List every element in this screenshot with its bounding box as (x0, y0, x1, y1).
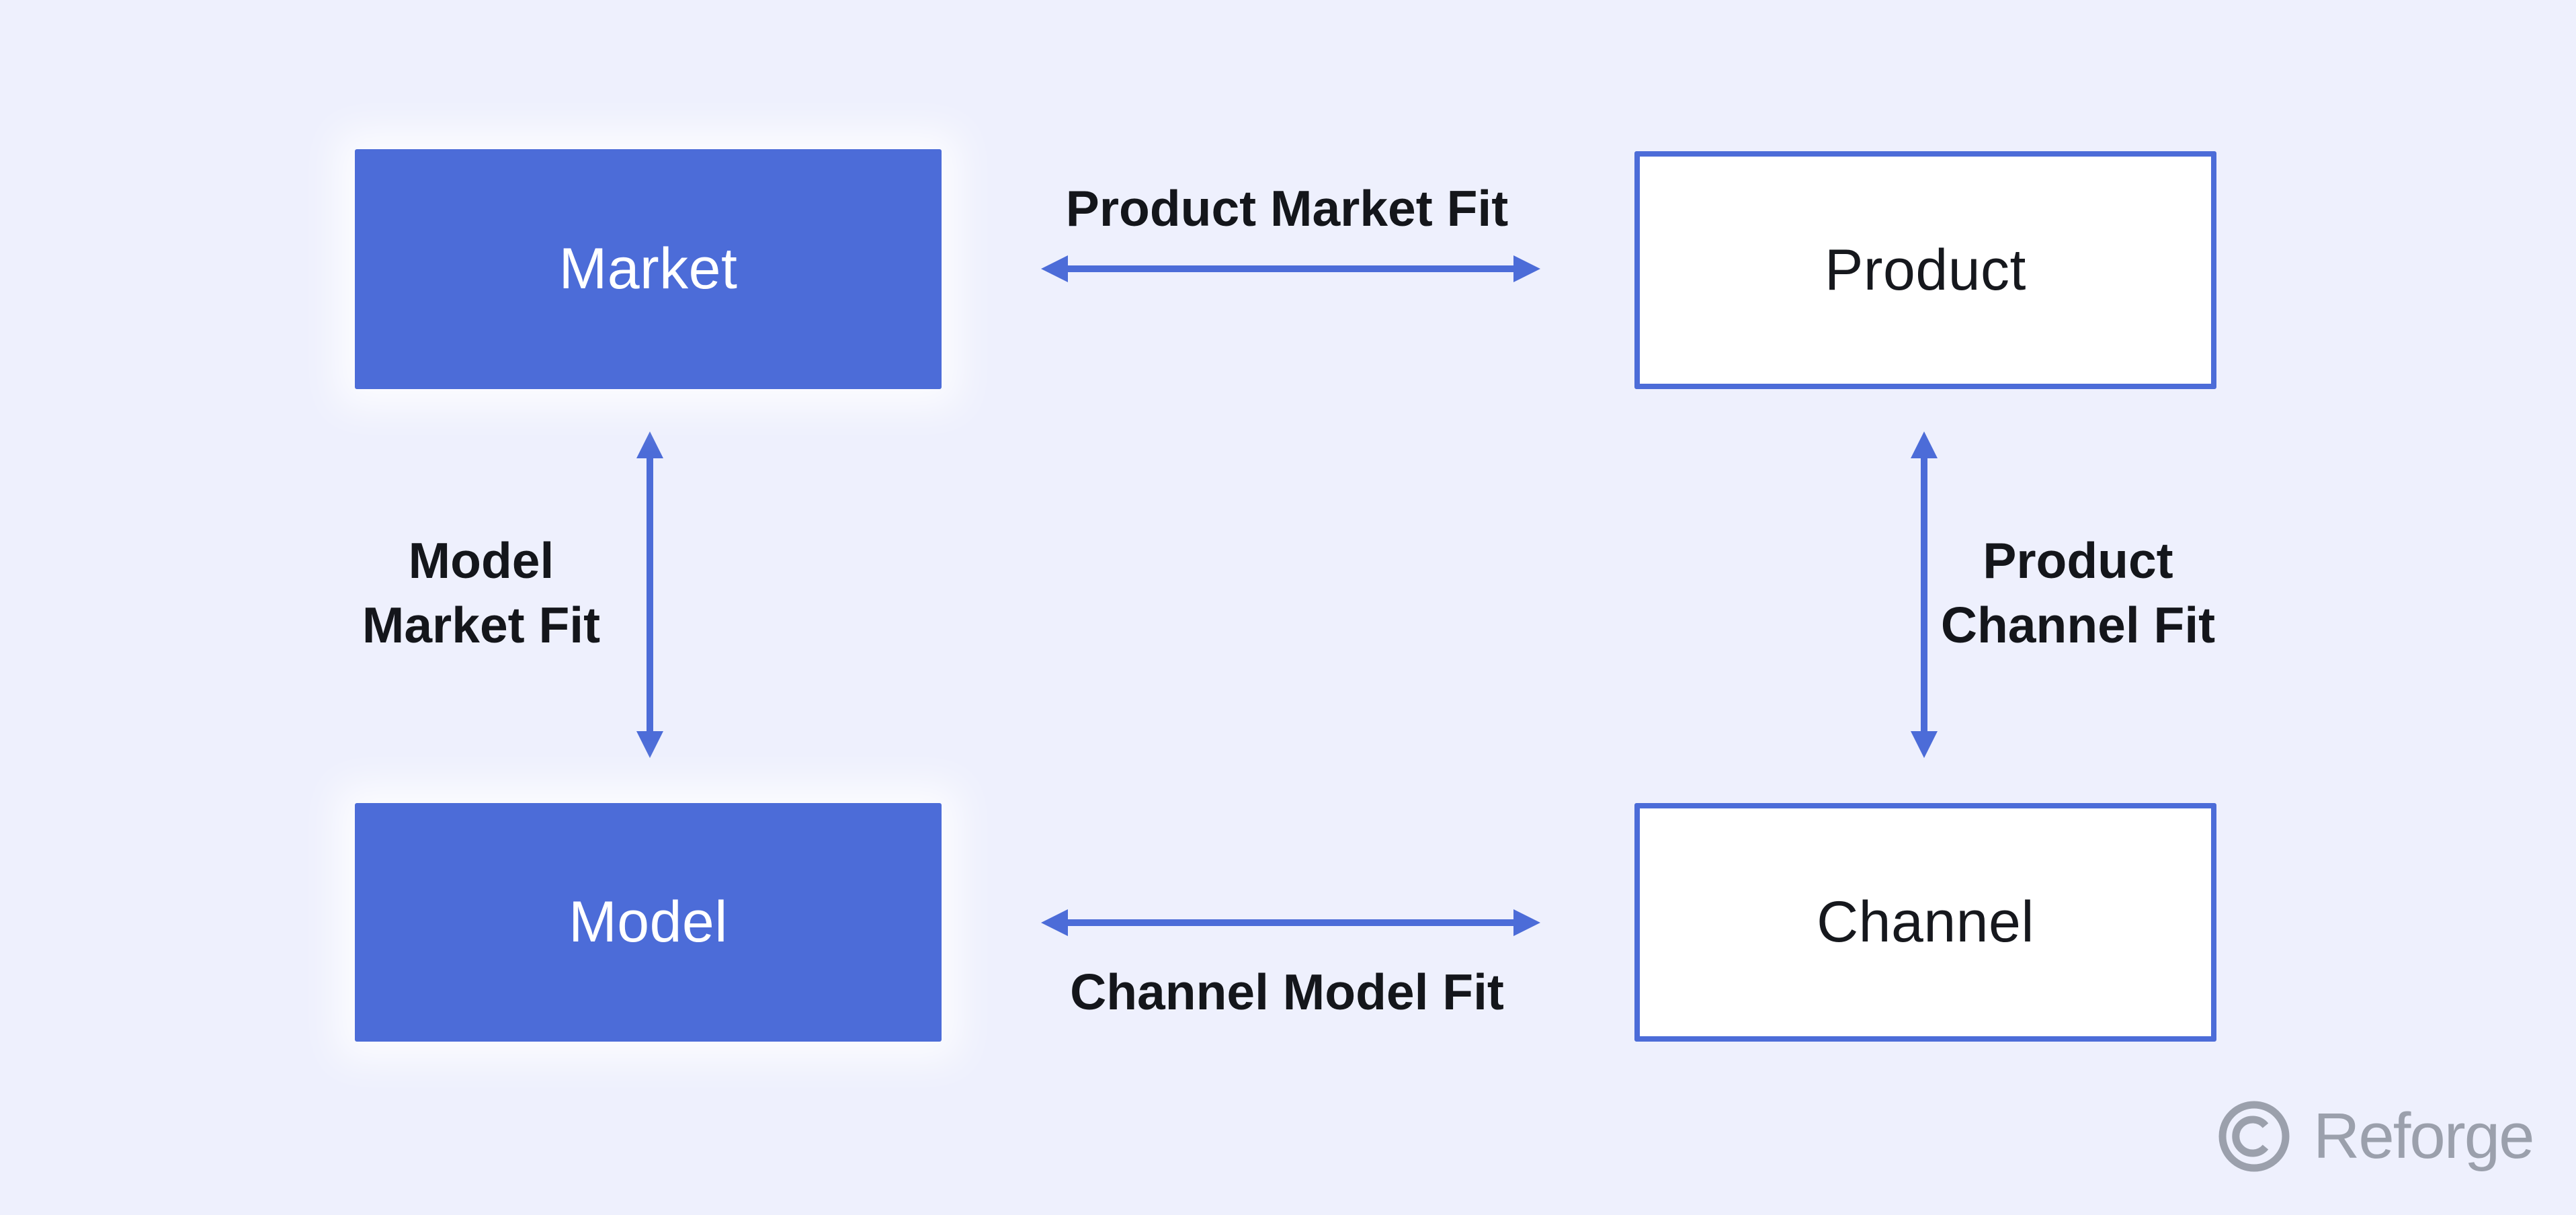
node-market: Market (355, 149, 942, 389)
edge-label-product-channel-fit: Product Channel Fit (1941, 528, 2215, 657)
copyright-icon (2218, 1101, 2290, 1172)
node-product: Product (1634, 151, 2216, 389)
edge-label-product-channel-fit-line2: Channel Fit (1940, 597, 2216, 653)
node-channel: Channel (1634, 803, 2216, 1042)
node-model: Model (355, 803, 942, 1042)
watermark-text: Reforge (2313, 1100, 2535, 1172)
node-model-label: Model (569, 890, 728, 954)
edge-label-model-market-fit-line2: Market Fit (362, 597, 601, 653)
edge-label-model-market-fit-line1: Model (408, 532, 554, 589)
edge-label-product-market-fit: Product Market Fit (1065, 180, 1509, 237)
edge-label-channel-model-fit: Channel Model Fit (1070, 964, 1504, 1020)
node-channel-label: Channel (1817, 890, 2034, 954)
edge-label-model-market-fit: Model Market Fit (362, 528, 600, 657)
node-product-label: Product (1825, 237, 2026, 302)
node-market-label: Market (558, 237, 738, 301)
edge-label-product-channel-fit-line1: Product (1983, 532, 2173, 589)
reforge-watermark: Reforge (2218, 1100, 2535, 1173)
